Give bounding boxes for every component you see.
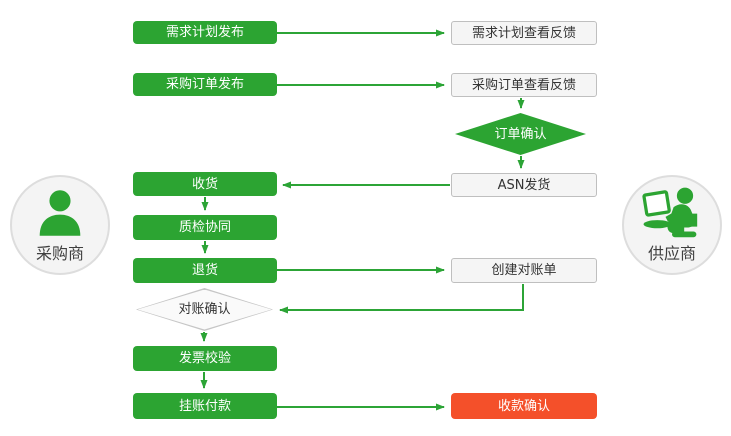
supplier-actor: 供应商 [622,175,722,275]
node-demand-plan-publish: 需求计划发布 [133,21,277,44]
buyer-actor: 采购商 [10,175,110,275]
supplier-label: 供应商 [647,244,696,263]
person-laptop-icon [641,186,703,238]
node-statement-confirm-diamond: 对账确认 [136,288,273,331]
node-create-statement: 创建对账单 [451,258,597,283]
node-purchase-order-feedback: 采购订单查看反馈 [451,73,597,97]
node-asn-ship: ASN发货 [451,173,597,197]
order-confirm-label: 订单确认 [494,126,547,142]
node-order-confirm-diamond: 订单确认 [455,113,586,155]
node-payment-on-account: 挂账付款 [133,393,277,419]
statement-confirm-label: 对账确认 [178,302,231,317]
node-purchase-order-publish: 采购订单发布 [133,73,277,96]
node-invoice-check: 发票校验 [133,346,277,371]
node-demand-plan-feedback: 需求计划查看反馈 [451,21,597,45]
buyer-label: 采购商 [35,244,84,263]
person-bust-icon [34,186,86,238]
node-receive-goods: 收货 [133,172,277,196]
node-receipt-confirm: 收款确认 [451,393,597,419]
node-return-goods: 退货 [133,258,277,283]
node-quality-collaboration: 质检协同 [133,215,277,240]
